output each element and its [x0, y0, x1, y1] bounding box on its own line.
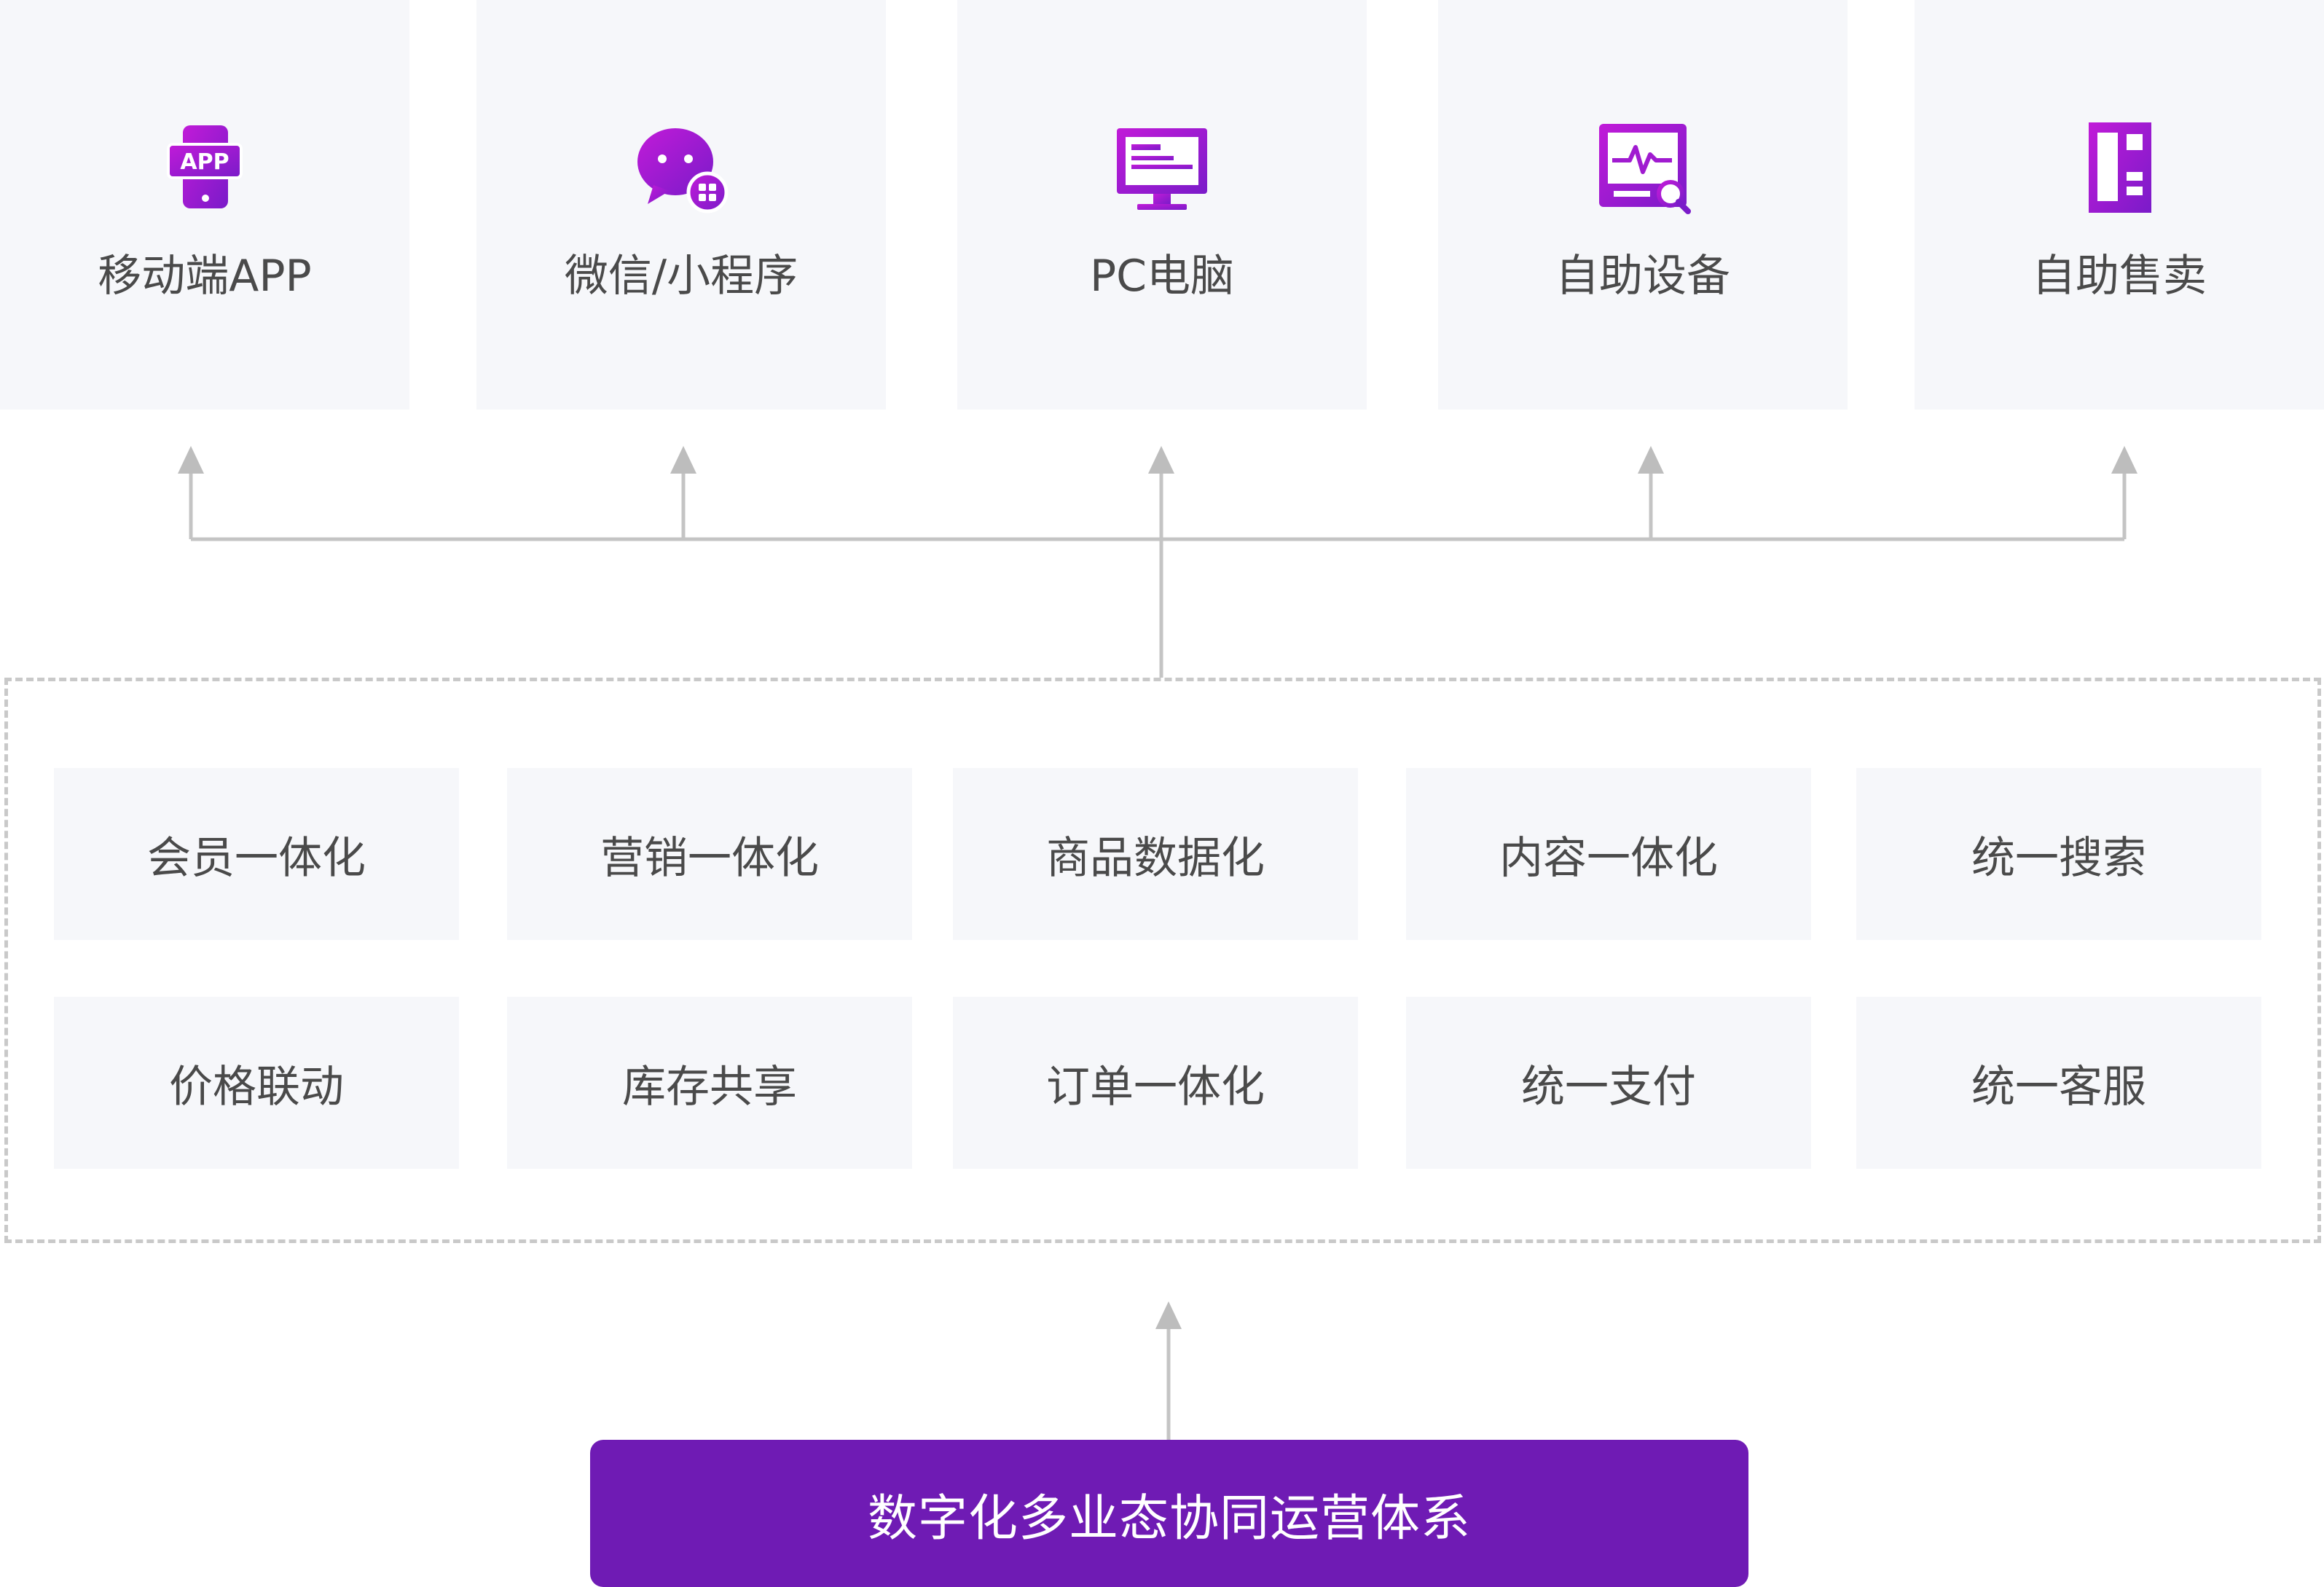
feature-content-integration: 内容一体化: [1406, 768, 1811, 940]
arrow-up-icon: [1155, 1301, 1182, 1329]
channel-label: 自助设备: [1555, 251, 1730, 302]
feature-inventory-sharing: 库存共享: [507, 997, 912, 1169]
channel-label: 微信/小程序: [564, 251, 798, 302]
vending-kiosk-icon: [2070, 118, 2169, 217]
channel-card-mobile-app: APP 移动端APP: [0, 0, 409, 410]
base-system-bar: 数字化多业态协同运营体系: [590, 1440, 1748, 1587]
feature-product-digitalization: 商品数据化: [953, 768, 1358, 940]
feature-price-linkage: 价格联动: [54, 997, 459, 1169]
channel-card-self-service: 自助设备: [1438, 0, 1848, 410]
feature-unified-search: 统一搜索: [1856, 768, 2261, 940]
svg-text:APP: APP: [180, 149, 229, 175]
channel-card-wechat: 微信/小程序: [476, 0, 886, 410]
wechat-miniprogram-icon: [632, 118, 731, 217]
arrow-up-icon: [1638, 446, 1664, 474]
channel-card-pc: PC电脑: [957, 0, 1367, 410]
feature-unified-customer-service: 统一客服: [1856, 997, 2261, 1169]
arrow-up-icon: [1148, 446, 1174, 474]
arrow-up-icon: [2111, 446, 2137, 474]
feature-member-integration: 会员一体化: [54, 768, 459, 940]
arrow-up-icon: [178, 446, 204, 474]
channel-label: PC电脑: [1089, 251, 1235, 302]
arrow-up-icon: [670, 446, 696, 474]
channel-label: 自助售卖: [2032, 251, 2207, 302]
feature-unified-payment: 统一支付: [1406, 997, 1811, 1169]
channel-label: 移动端APP: [98, 251, 312, 302]
pc-monitor-icon: [1112, 118, 1212, 217]
feature-order-integration: 订单一体化: [953, 997, 1358, 1169]
self-service-device-icon: [1593, 118, 1692, 217]
mobile-app-icon: APP: [155, 118, 254, 217]
capability-container: [4, 678, 2321, 1243]
feature-marketing-integration: 营销一体化: [507, 768, 912, 940]
channel-card-vending: 自助售卖: [1915, 0, 2324, 410]
